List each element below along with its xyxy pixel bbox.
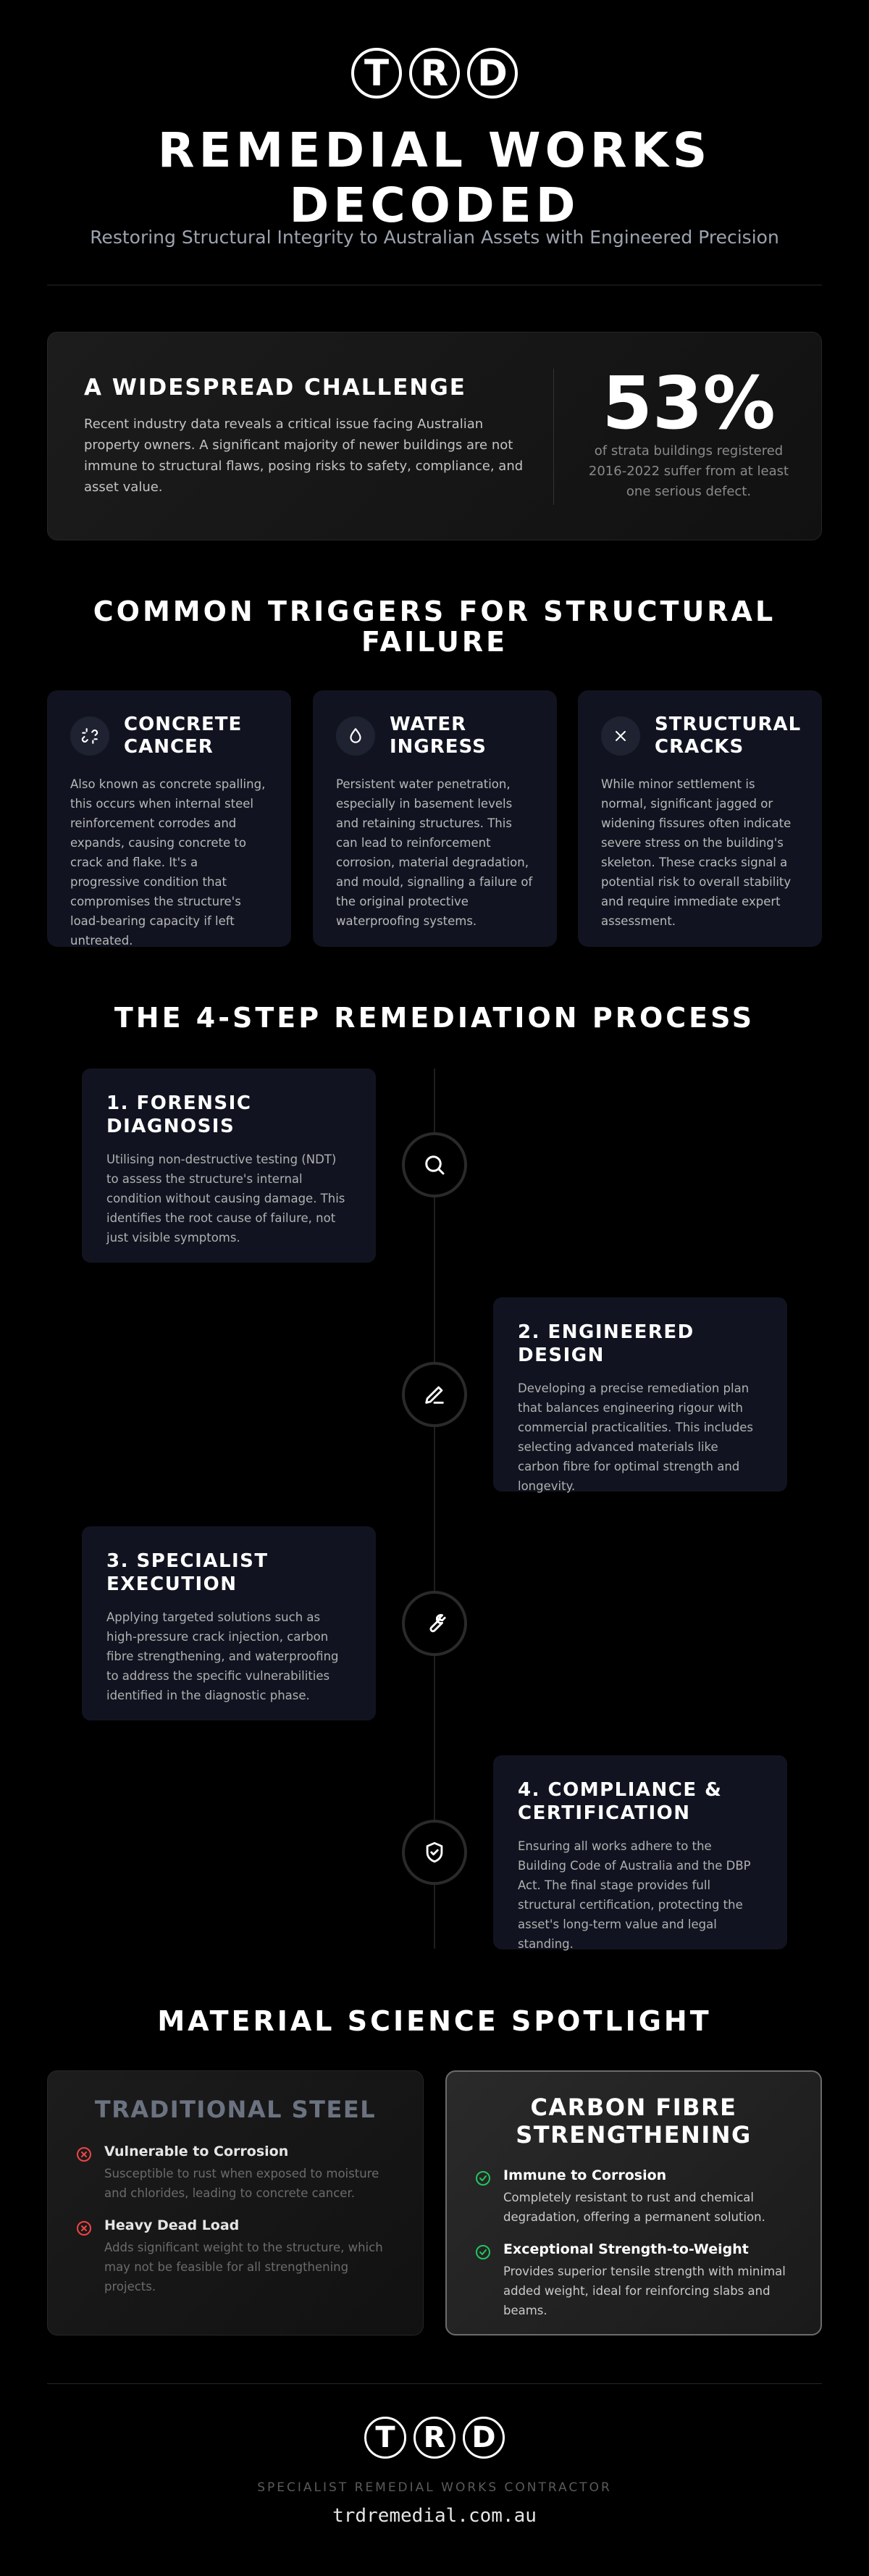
step-card-design: 2. ENGINEERED DESIGN Developing a precis… [493,1297,787,1493]
step-body: Applying targeted solutions such as high… [106,1610,339,1702]
carbon-card: CARBON FIBRE STRENGTHENING Immune to Cor… [445,2070,822,2335]
footer-tagline: SPECIALIST REMEDIAL WORKS CONTRACTOR [257,2480,612,2495]
logo-letter: R [413,2417,456,2459]
logo-letter: D [463,2417,505,2459]
challenge-title: A WIDESPREAD CHALLENGE [84,375,466,401]
challenge-body: Recent industry data reveals a critical … [84,417,524,495]
step-title: DESIGN [518,1345,605,1366]
logo-letter: T [351,48,402,99]
trigger-body: Persistent water penetration, especially… [336,777,533,928]
logo-letter: D [467,48,518,99]
item-body: Susceptible to rust when exposed to mois… [104,2167,379,2200]
trigger-card-water: WATER INGRESS Persistent water penetrati… [313,690,557,947]
materials-title: MATERIAL SCIENCE SPOTLIGHT [157,2005,712,2037]
carbon-title-line: CARBON FIBRE [530,2094,737,2121]
challenge-card: A WIDESPREAD CHALLENGE Recent industry d… [47,332,822,540]
step-card-diagnosis: 1. FORENSIC DIAGNOSIS Utilising non-dest… [82,1069,376,1263]
step-title: 3. SPECIALIST [106,1550,269,1572]
check-circle-icon [474,2243,492,2261]
page-title-line: DECODED [289,177,580,233]
trigger-body: While minor settlement is normal, signif… [601,777,792,928]
wrench-icon [402,1591,467,1656]
carbon-title-line: STRENGTHENING [516,2121,752,2149]
triggers-title: COMMON TRIGGERS FOR STRUCTURAL FAILURE [0,596,869,657]
step-body: Developing a precise remediation plan th… [518,1381,753,1493]
x-circle-icon [75,2146,93,2163]
item-heading: Vulnerable to Corrosion [104,2144,289,2159]
step-card-execution: 3. SPECIALIST EXECUTION Applying targete… [82,1526,376,1720]
step-title: CERTIFICATION [518,1802,691,1824]
step-title: 2. ENGINEERED [518,1321,694,1343]
page-title: REMEDIAL WORKS DECODED [0,123,869,233]
logo-letter: T [364,2417,406,2459]
trigger-body: Also known as concrete spalling, this oc… [70,777,266,948]
footer-url-link[interactable]: trdremedial.com.au [332,2505,537,2527]
footer-logo: T R D [0,2417,869,2459]
step-title: 4. COMPLIANCE & [518,1779,723,1801]
step-title: EXECUTION [106,1573,238,1595]
steel-card: TRADITIONAL STEEL Vulnerable to Corrosio… [47,2070,424,2335]
step-title: 1. FORENSIC [106,1092,252,1114]
trigger-card-cracks: STRUCTURAL CRACKS While minor settlement… [578,690,822,947]
shield-check-icon [402,1820,467,1885]
triggers-title-line: COMMON TRIGGERS FOR STRUCTURAL [93,595,776,627]
search-icon [402,1132,467,1197]
divider [553,369,554,505]
step-body: Utilising non-destructive testing (NDT) … [106,1153,345,1245]
list-item: Heavy Dead Load Adds significant weight … [75,2217,395,2296]
check-circle-icon [474,2170,492,2187]
item-heading: Exceptional Strength-to-Weight [503,2241,749,2257]
stat-caption: of strata buildings registered 2016-2022… [588,443,789,499]
timeline-line [434,1069,435,1949]
triggers-title-line: FAILURE [361,626,508,658]
list-item: Exceptional Strength-to-Weight Provides … [474,2241,793,2320]
trigger-title: CANCER [124,736,214,758]
pen-icon [402,1362,467,1427]
step-body: Ensuring all works adhere to the Buildin… [518,1839,751,1951]
close-icon [601,716,640,756]
logo-letter: R [409,48,460,99]
list-item: Vulnerable to Corrosion Susceptible to r… [75,2144,395,2203]
list-item: Immune to Corrosion Completely resistant… [474,2167,793,2227]
carbon-title: CARBON FIBRE STRENGTHENING [474,2094,793,2149]
trigger-title: CONCRETE [124,714,243,735]
item-body: Adds significant weight to the structure… [104,2241,383,2293]
process-title: THE 4-STEP REMEDIATION PROCESS [114,1002,755,1034]
broken-link-icon [70,716,109,756]
step-card-compliance: 4. COMPLIANCE & CERTIFICATION Ensuring a… [493,1755,787,1951]
step-title: DIAGNOSIS [106,1116,235,1137]
trigger-card-concrete: CONCRETE CANCER Also known as concrete s… [47,690,291,948]
divider [47,2383,822,2384]
steel-title: TRADITIONAL STEEL [94,2096,377,2123]
item-heading: Immune to Corrosion [503,2167,667,2183]
item-body: Completely resistant to rust and chemica… [503,2191,765,2224]
water-drop-icon [336,716,375,756]
item-heading: Heavy Dead Load [104,2217,240,2233]
x-circle-icon [75,2220,93,2237]
item-body: Provides superior tensile strength with … [503,2265,786,2317]
trigger-title: INGRESS [390,736,487,758]
page-title-line: REMEDIAL WORKS [157,122,712,178]
trigger-title: CRACKS [655,736,744,758]
trigger-title: STRUCTURAL [655,714,802,735]
logo: T R D [0,48,869,99]
trigger-title: WATER [390,714,467,735]
stat-value: 53% [602,361,776,446]
page-subtitle: Restoring Structural Integrity to Austra… [90,227,779,248]
